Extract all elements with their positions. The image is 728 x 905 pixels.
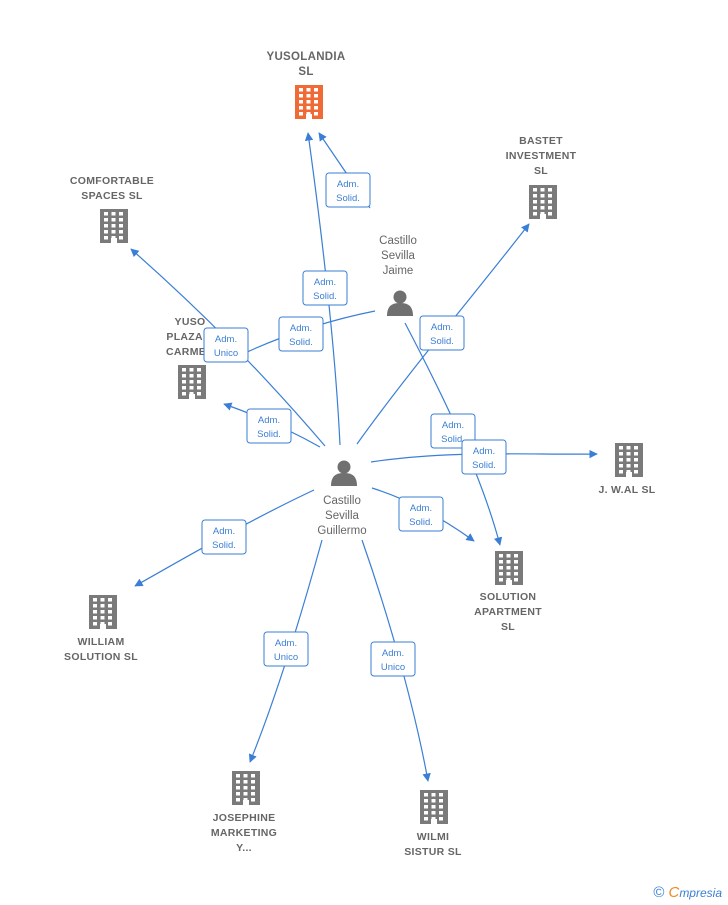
building-icon (89, 595, 117, 629)
node-label-yuso: YUSO (175, 316, 206, 328)
edge-label-line: Adm. (258, 415, 280, 426)
node-yuso[interactable]: YUSO PLAZA D CARMEN (166, 316, 214, 399)
edge-label-guillermo-josephine[interactable]: Adm. Unico (263, 631, 309, 667)
building-icon (232, 771, 260, 805)
building-icon (420, 790, 448, 824)
edge-label-guillermo-comfortable[interactable]: Adm. Unico (203, 327, 249, 363)
edge-label-line: Solid. (430, 336, 454, 347)
edge-label-jaime-yuso[interactable]: Adm. Solid. (278, 316, 324, 352)
edge-label-line: Adm. (442, 420, 464, 431)
edge-label-line: Solid. (289, 337, 313, 348)
node-solution[interactable]: SOLUTION APARTMENT SL (474, 551, 542, 633)
edge-label-line: Unico (214, 348, 238, 359)
edge-label-guillermo-yusolandia[interactable]: Adm. Solid. (302, 270, 348, 306)
node-label-jaime: Sevilla (381, 250, 415, 262)
edge-label-guillermo-bastet[interactable]: Adm. Solid. (419, 315, 465, 351)
person-icon (387, 290, 413, 316)
edge-label-guillermo-jwal[interactable]: Adm. Solid. (461, 439, 507, 475)
node-comfortable[interactable]: COMFORTABLE SPACES SL (70, 175, 154, 243)
brand-name: mpresia (679, 886, 722, 900)
edge-label-line: Adm. (382, 648, 404, 659)
edge-label-guillermo-solution[interactable]: Adm. Solid. (398, 496, 444, 532)
edge-label-line: Unico (381, 662, 405, 673)
edge-label-line: Adm. (213, 526, 235, 537)
building-icon (295, 85, 323, 119)
node-label-yusolandia: YUSOLANDIA (266, 51, 345, 63)
edge-label-line: Solid. (441, 434, 465, 445)
node-label-josephine: MARKETING (211, 827, 277, 839)
node-label-jaime: Jaime (383, 265, 414, 277)
edge-label-line: Adm. (410, 503, 432, 514)
edge-label-line: Unico (274, 652, 298, 663)
edge-label-guillermo-william[interactable]: Adm. Solid. (201, 519, 247, 555)
copyright-symbol: © (653, 884, 665, 901)
edge-label-line: Adm. (290, 323, 312, 334)
node-label-bastet: BASTET (519, 135, 563, 147)
node-label-wilmi: SISTUR SL (404, 846, 462, 858)
edge-label-line: Solid. (336, 193, 360, 204)
edge-label-line: Adm. (275, 638, 297, 649)
edge-label-guillermo-yuso[interactable]: Adm. Solid. (246, 408, 292, 444)
node-josephine[interactable]: JOSEPHINE MARKETING Y... (211, 771, 277, 854)
edge-label-line: Solid. (472, 460, 496, 471)
node-label-comfortable: COMFORTABLE (70, 175, 154, 187)
person-icon (331, 460, 357, 486)
node-bastet[interactable]: BASTET INVESTMENT SL (506, 135, 577, 219)
edge-label-line: Solid. (313, 291, 337, 302)
node-label-yusolandia: SL (298, 66, 313, 78)
edge-label-line: Adm. (473, 446, 495, 457)
node-label-jwal: J. W.AL SL (598, 484, 655, 496)
building-icon (495, 551, 523, 585)
node-label-solution: APARTMENT (474, 606, 542, 618)
node-label-yuso: CARMEN (166, 346, 214, 358)
node-label-bastet: SL (534, 165, 548, 177)
node-label-yuso: PLAZA D (166, 331, 213, 343)
node-label-solution: SL (501, 621, 515, 633)
node-label-wilmi: WILMI (417, 831, 449, 843)
node-label-guillermo: Castillo (323, 495, 361, 507)
node-label-william: WILLIAM (77, 636, 124, 648)
edge-label-guillermo-wilmi[interactable]: Adm. Unico (370, 641, 416, 677)
building-icon (178, 365, 206, 399)
building-icon (529, 185, 557, 219)
brand-initial: C (668, 884, 680, 901)
edge-label-line: Adm. (314, 277, 336, 288)
node-label-guillermo: Guillermo (317, 525, 366, 537)
node-label-comfortable: SPACES SL (81, 190, 143, 202)
node-jwal[interactable]: J. W.AL SL (598, 443, 656, 496)
node-label-solution: SOLUTION (480, 591, 537, 603)
node-label-jaime: Castillo (379, 235, 417, 247)
edge-label-line: Adm. (431, 322, 453, 333)
edge-label-jaime-solution[interactable]: Adm. Solid. (430, 413, 476, 449)
edge-label-line: Solid. (212, 540, 236, 551)
node-wilmi[interactable]: WILMI SISTUR SL (404, 790, 462, 858)
edge-label-line: Solid. (409, 517, 433, 528)
node-label-josephine: JOSEPHINE (213, 812, 276, 824)
building-icon (100, 209, 128, 243)
node-william[interactable]: WILLIAM SOLUTION SL (64, 595, 138, 663)
node-label-william: SOLUTION SL (64, 651, 138, 663)
node-label-bastet: INVESTMENT (506, 150, 577, 162)
edge-label-jaime-yusolandia[interactable]: Adm. Solid. (325, 172, 371, 208)
building-icon (615, 443, 643, 477)
footer-brand[interactable]: ©Cmpresia (653, 884, 722, 901)
node-label-guillermo: Sevilla (325, 510, 359, 522)
edge-label-line: Solid. (257, 429, 281, 440)
node-label-josephine: Y... (236, 842, 252, 854)
edge-label-line: Adm. (215, 334, 237, 345)
node-yusolandia[interactable]: YUSOLANDIA SL (266, 51, 345, 119)
edge-label-line: Adm. (337, 179, 359, 190)
